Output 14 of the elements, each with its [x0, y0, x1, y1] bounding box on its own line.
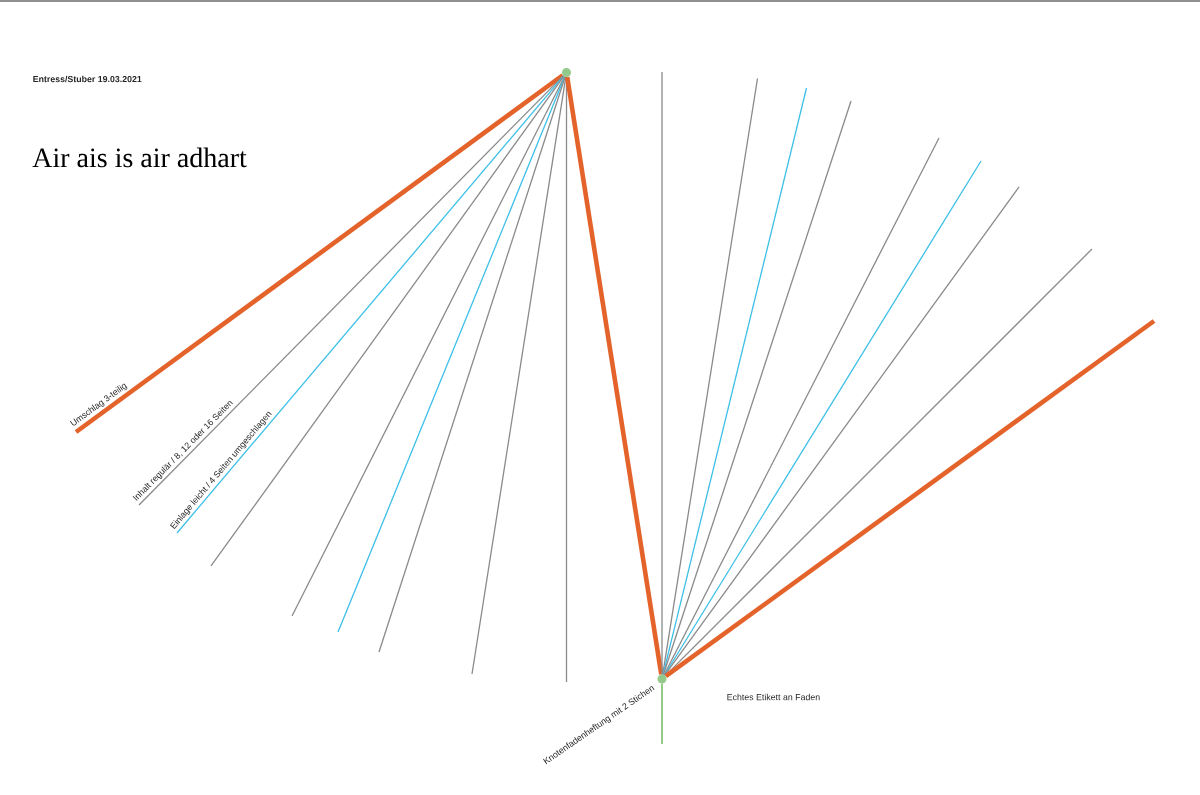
- line: [291, 76, 566, 617]
- line: [662, 77, 759, 675]
- line: [378, 76, 566, 653]
- line: [337, 76, 566, 633]
- line: [74, 73, 565, 434]
- line: [564, 76, 664, 675]
- line: [662, 100, 852, 676]
- title: Air ais is air adhart: [32, 147, 247, 168]
- line: [663, 137, 940, 676]
- annotation: Echtes Etikett an Faden: [727, 693, 820, 701]
- byline: Entress/Stuber 19.03.2021: [33, 75, 142, 83]
- line: [661, 71, 663, 675]
- line: [664, 319, 1156, 679]
- line: [661, 682, 663, 745]
